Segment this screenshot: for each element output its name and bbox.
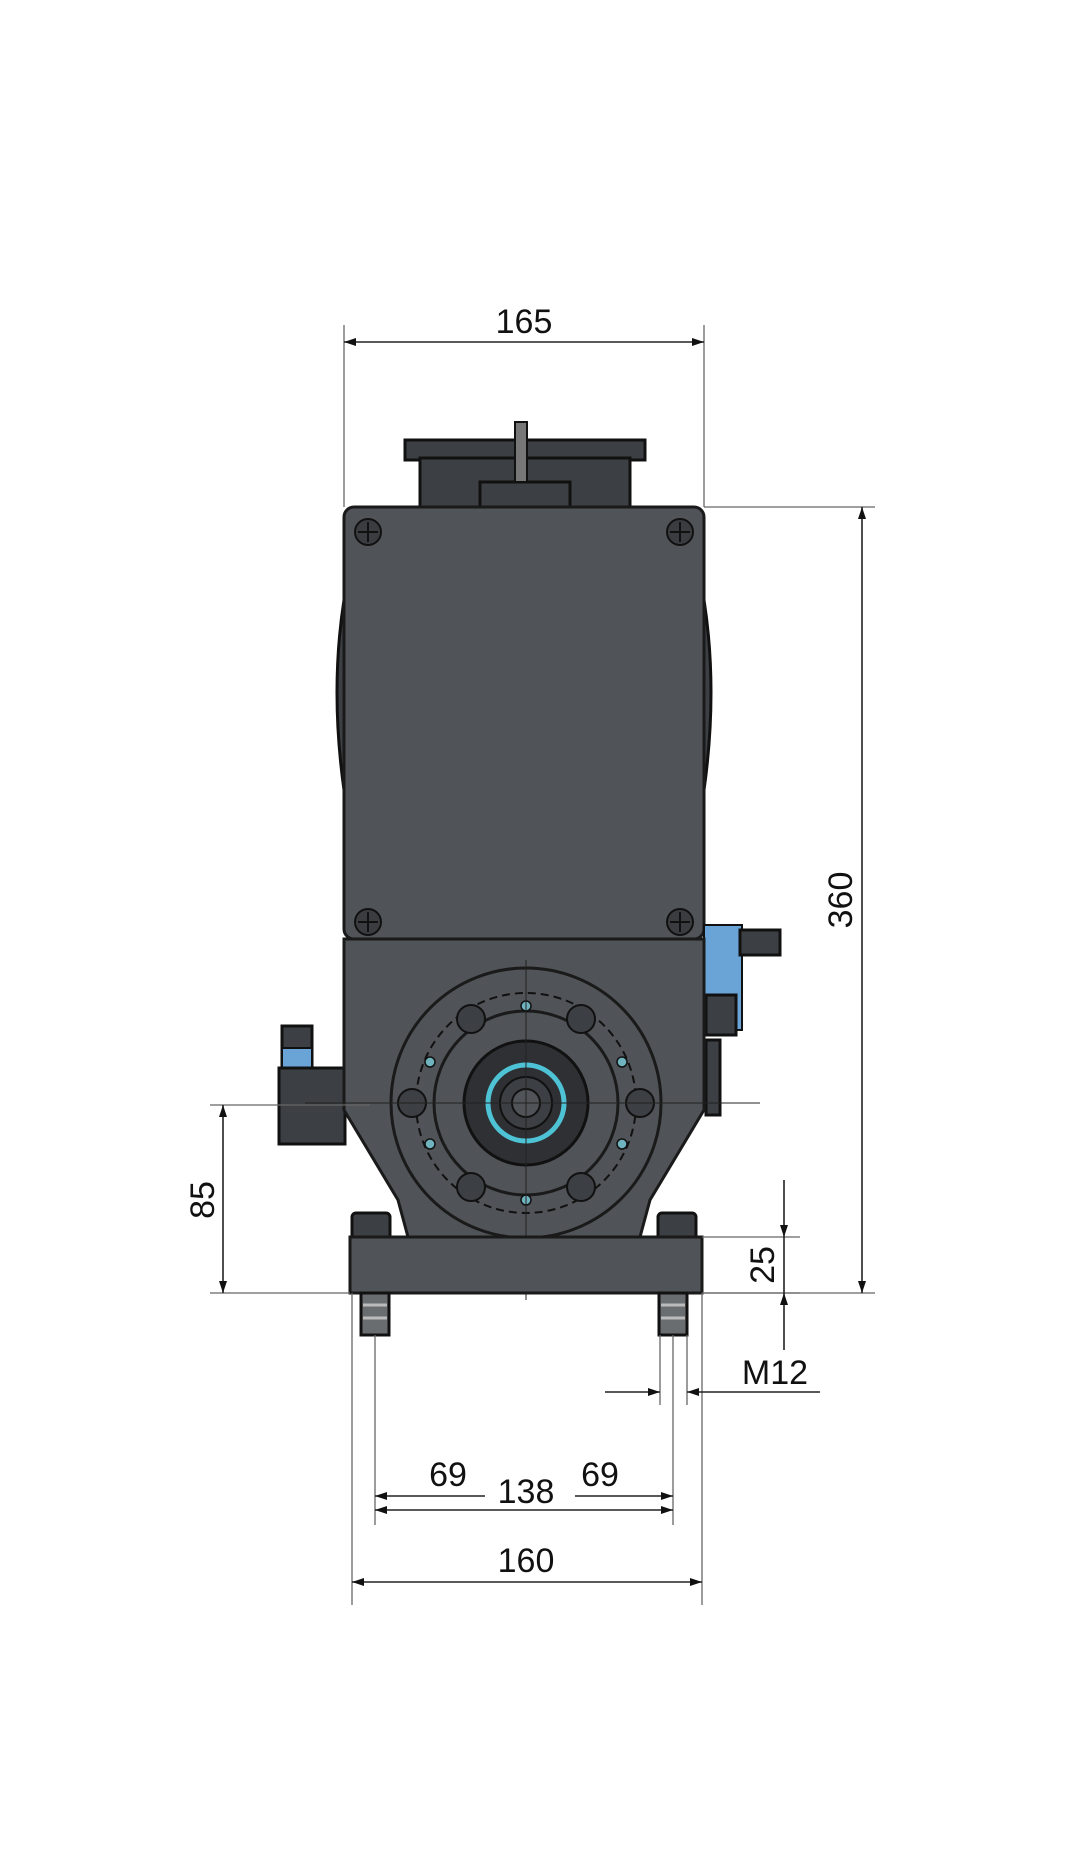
- dimension-360: 360: [702, 506, 875, 1294]
- dimension-m12: M12: [605, 1354, 820, 1396]
- dimension-165: 165: [343, 303, 705, 507]
- flange-pins: [424, 1000, 628, 1206]
- left-bulge: [335, 599, 346, 791]
- dimension-85: 85: [184, 1104, 370, 1294]
- left-bracket: [277, 1024, 347, 1146]
- top-cap: [403, 421, 647, 510]
- threaded-studs: [359, 1291, 689, 1337]
- svg-text:360: 360: [822, 872, 860, 929]
- svg-text:85: 85: [184, 1181, 222, 1219]
- dimension-25: 25: [702, 1180, 800, 1350]
- svg-text:160: 160: [498, 1542, 555, 1580]
- dimension-69-138-69: 69 138 69: [375, 1456, 673, 1514]
- extension-lines: [351, 1293, 703, 1605]
- svg-text:M12: M12: [742, 1354, 808, 1392]
- dimension-160: 160: [352, 1542, 702, 1586]
- base-plate: [348, 1211, 704, 1295]
- right-bulge: [702, 599, 713, 791]
- upper-housing: [342, 505, 706, 941]
- right-fitting: [703, 924, 782, 1117]
- svg-text:69: 69: [429, 1456, 467, 1494]
- svg-text:25: 25: [744, 1246, 782, 1284]
- screw-icons: [354, 518, 694, 936]
- svg-text:138: 138: [498, 1473, 555, 1511]
- top-stem: [514, 421, 528, 483]
- svg-text:165: 165: [496, 303, 553, 341]
- svg-text:69: 69: [581, 1456, 619, 1494]
